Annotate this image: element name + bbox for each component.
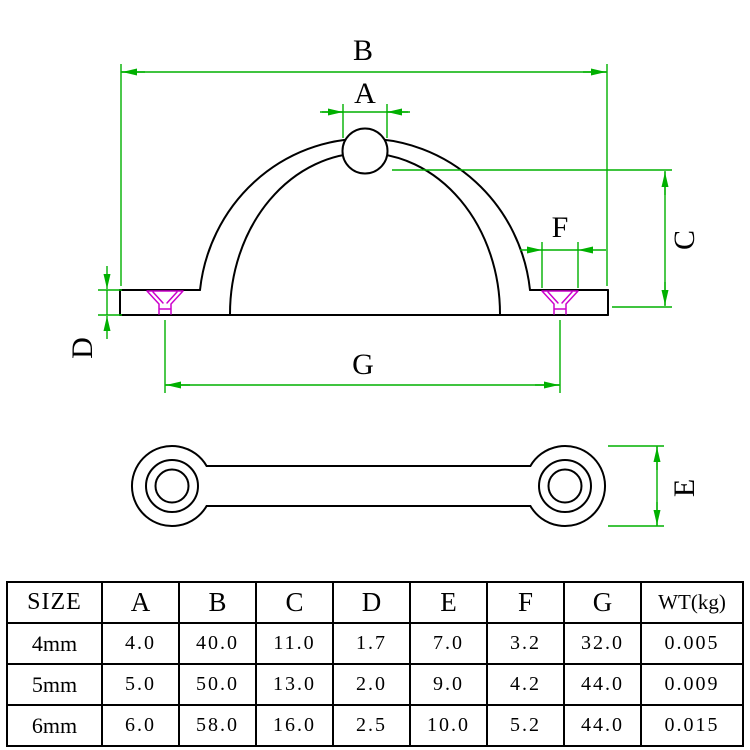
table-row-4mm: 4mm 4.0 40.0 11.0 1.7 7.0 3.2 32.0 0.005 bbox=[6, 622, 744, 665]
dimension-d bbox=[98, 266, 122, 339]
value-cell: 6.0 bbox=[101, 704, 180, 747]
dimension-e-extensions bbox=[608, 445, 664, 527]
table-row-6mm: 6mm 6.0 58.0 16.0 2.5 10.0 5.2 44.0 0.01… bbox=[6, 704, 744, 747]
value-cell: 4.0 bbox=[101, 622, 180, 665]
table-header-wt: WT(kg) bbox=[640, 581, 744, 624]
dimension-table: SIZE A B C D E F G WT(kg) 4mm 4.0 40.0 1… bbox=[6, 581, 744, 747]
value-cell: 5.0 bbox=[101, 663, 180, 706]
dimension-label-b: B bbox=[353, 34, 373, 67]
value-cell: 2.0 bbox=[332, 663, 411, 706]
value-cell: 13.0 bbox=[255, 663, 334, 706]
table-header-a: A bbox=[101, 581, 180, 624]
countersunk-holes bbox=[146, 290, 579, 315]
right-eye-inner-circle bbox=[547, 468, 583, 504]
left-eye-inner-circle bbox=[154, 468, 190, 504]
dimension-g-extensions bbox=[164, 320, 561, 393]
dimension-label-c: C bbox=[668, 230, 701, 250]
dimension-a bbox=[320, 104, 410, 138]
value-cell: 9.0 bbox=[409, 663, 488, 706]
dimension-lines bbox=[98, 64, 672, 527]
value-cell: 40.0 bbox=[178, 622, 257, 665]
value-cell: 10.0 bbox=[409, 704, 488, 747]
dimension-b-extensions bbox=[120, 64, 608, 286]
dimension-labels: B A C F D G E bbox=[66, 34, 701, 497]
size-cell: 4mm bbox=[6, 622, 103, 665]
table-header-d: D bbox=[332, 581, 411, 624]
value-cell: 4.2 bbox=[486, 663, 565, 706]
dimension-c bbox=[392, 169, 672, 308]
technical-drawing: B A C F D G E bbox=[66, 34, 701, 527]
table-header-b: B bbox=[178, 581, 257, 624]
dimension-f-extensions bbox=[541, 242, 579, 288]
dimension-label-g: G bbox=[352, 348, 374, 381]
value-cell: 7.0 bbox=[409, 622, 488, 665]
size-cell: 6mm bbox=[6, 704, 103, 747]
right-eye-outer-circle bbox=[538, 459, 592, 513]
dimension-label-a: A bbox=[354, 77, 376, 110]
value-cell: 1.7 bbox=[332, 622, 411, 665]
table-row-5mm: 5mm 5.0 50.0 13.0 2.0 9.0 4.2 44.0 0.009 bbox=[6, 663, 744, 706]
side-view-outline bbox=[130, 445, 607, 527]
value-cell: 58.0 bbox=[178, 704, 257, 747]
dimension-e bbox=[608, 445, 664, 527]
dimension-d-extensions bbox=[98, 289, 122, 316]
value-cell: 32.0 bbox=[563, 622, 642, 665]
value-cell: 0.015 bbox=[640, 704, 744, 747]
value-cell: 5.2 bbox=[486, 704, 565, 747]
table-header-f: F bbox=[486, 581, 565, 624]
value-cell: 11.0 bbox=[255, 622, 334, 665]
dimension-label-d: D bbox=[66, 337, 99, 359]
table-header-c: C bbox=[255, 581, 334, 624]
value-cell: 3.2 bbox=[486, 622, 565, 665]
dimension-label-f: F bbox=[552, 211, 569, 244]
table-header-e: E bbox=[409, 581, 488, 624]
dimension-b bbox=[120, 64, 608, 286]
value-cell: 0.005 bbox=[640, 622, 744, 665]
countersunk-hole-left bbox=[146, 290, 184, 315]
arch-inner-curve bbox=[229, 152, 501, 315]
value-cell: 44.0 bbox=[563, 704, 642, 747]
table-header-size: SIZE bbox=[6, 581, 103, 624]
value-cell: 0.009 bbox=[640, 663, 744, 706]
size-cell: 5mm bbox=[6, 663, 103, 706]
value-cell: 44.0 bbox=[563, 663, 642, 706]
dimension-f bbox=[520, 242, 606, 288]
side-view-body bbox=[130, 445, 607, 527]
countersunk-hole-right bbox=[541, 290, 579, 315]
value-cell: 50.0 bbox=[178, 663, 257, 706]
pipe-cross-section-circle bbox=[341, 127, 389, 175]
table-header-row: SIZE A B C D E F G WT(kg) bbox=[6, 581, 744, 624]
value-cell: 16.0 bbox=[255, 704, 334, 747]
value-cell: 2.5 bbox=[332, 704, 411, 747]
table-header-g: G bbox=[563, 581, 642, 624]
left-eye-outer-circle bbox=[145, 459, 199, 513]
dimension-g bbox=[164, 320, 561, 393]
dimension-c-extensions bbox=[392, 169, 672, 308]
dimension-label-e: E bbox=[668, 479, 701, 497]
top-view-outline bbox=[119, 127, 609, 316]
